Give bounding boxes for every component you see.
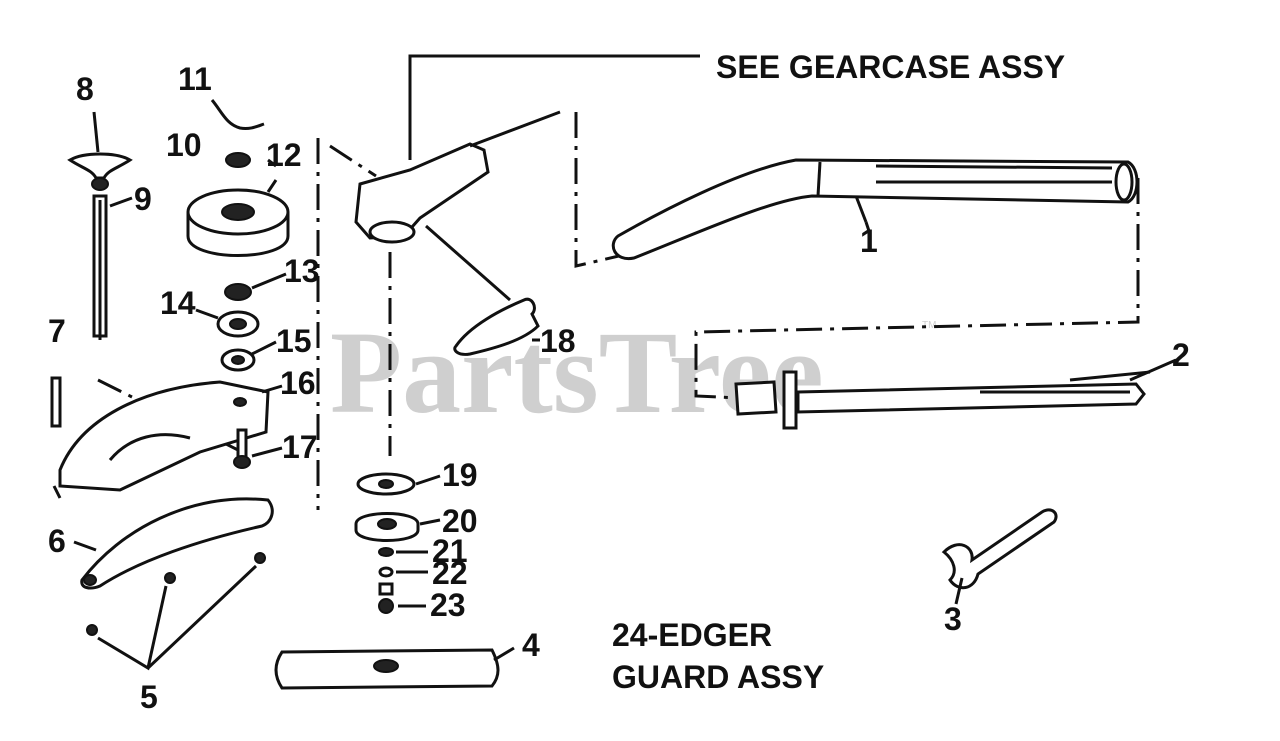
part-5-rivets [86, 552, 266, 671]
part-label-6: 6 [48, 523, 66, 559]
part-3-wrench [941, 508, 1058, 590]
assembly-label-line1: 24-EDGER [612, 617, 772, 653]
part-17-screw [233, 428, 251, 469]
watermark-trademark: TM [922, 320, 936, 331]
part-label-22: 22 [432, 555, 468, 591]
part-6-shield [80, 497, 274, 590]
part-label-7: 7 [48, 313, 66, 349]
part-1-tube [611, 158, 1139, 261]
part-20-adapter [354, 512, 420, 542]
part-18-clamp [453, 297, 540, 356]
driveshaft-link-line [694, 178, 1140, 400]
part-label-2: 2 [1172, 337, 1190, 373]
part-7-screw [50, 376, 62, 428]
part-label-1: 1 [860, 223, 878, 259]
shaft-link-line [574, 112, 637, 268]
part-label-17: 17 [282, 429, 318, 465]
part-label-18: 18 [540, 323, 576, 359]
part-4-edger-blade [274, 648, 500, 690]
part-12-wheel [186, 188, 290, 257]
assembly-label-line2: GUARD ASSY [612, 659, 824, 695]
gearcase-leader-line [408, 54, 700, 160]
part-label-11: 11 [178, 61, 212, 97]
part-label-12: 12 [266, 137, 302, 173]
part-label-19: 19 [442, 457, 478, 493]
part-label-8: 8 [76, 71, 94, 107]
part-label-3: 3 [944, 601, 962, 637]
part-15-spacer [220, 348, 256, 372]
part-label-4: 4 [522, 627, 540, 663]
part-23-nut [378, 582, 394, 614]
watermark-text: PartsTree [330, 307, 824, 438]
part-13-washer [224, 283, 252, 301]
part-22-washer [378, 566, 394, 578]
part-label-16: 16 [280, 365, 316, 401]
leader-lines [73, 111, 1177, 662]
part-label-23: 23 [430, 587, 466, 623]
part-label-5: 5 [140, 679, 158, 715]
gearcase-link-line [329, 144, 377, 178]
part-9-bolt [92, 194, 108, 340]
part-label-10: 10 [166, 127, 202, 163]
part-10-washer [225, 152, 251, 168]
part-label-9: 9 [134, 181, 152, 217]
part-21-lockwasher [378, 547, 394, 557]
part-11-clip [210, 99, 265, 130]
part-label-13: 13 [284, 253, 320, 289]
part-label-21: 21 [432, 533, 468, 569]
gearcase-sketch [354, 110, 561, 302]
part-14-bearing [216, 310, 260, 338]
part-label-15: 15 [276, 323, 312, 359]
part-19-washer [356, 472, 416, 496]
part-16-guard [52, 380, 270, 499]
part-8-knob [67, 152, 133, 191]
part-label-20: 20 [442, 503, 478, 539]
part-label-14: 14 [160, 285, 196, 321]
see-gearcase-label: SEE GEARCASE ASSY [716, 49, 1065, 85]
part-2-drive-shaft [734, 370, 1151, 430]
